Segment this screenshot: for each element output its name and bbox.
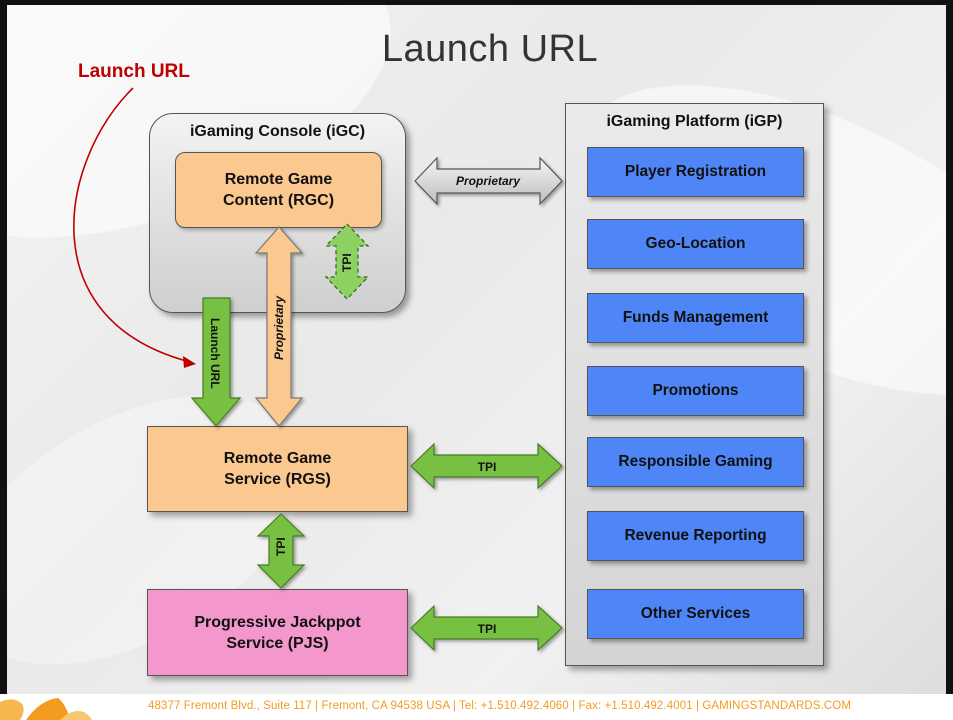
gsa-logo-icon [0, 698, 92, 720]
service-funds-management: Funds Management [587, 293, 804, 343]
launch-url-label: Launch URL [78, 61, 190, 82]
service-geo-location: Geo-Location [587, 219, 804, 269]
rgc-tpi-arrow [324, 223, 370, 300]
service-promotions: Promotions [587, 366, 804, 416]
service-revenue-reporting: Revenue Reporting [587, 511, 804, 561]
rgs-line2: Service (RGS) [224, 471, 331, 488]
rgs-line1: Remote Game [223, 450, 332, 467]
service-label: Responsible Gaming [618, 453, 773, 470]
rgc-rgs-proprietary-arrow [254, 226, 304, 427]
rgs-igp-arrow-label: TPI [478, 460, 497, 474]
footer-contact-info: 48377 Fremont Blvd., Suite 117 | Fremont… [148, 700, 852, 712]
service-label: Player Registration [624, 163, 767, 180]
rgc-line2: Content (RGC) [222, 192, 335, 209]
diagram-arrows: Proprietary Launch URL Proprietary TPI T… [73, 87, 563, 652]
rgs-igp-tpi-arrow [410, 442, 563, 490]
igc-igp-arrow-label: Proprietary [456, 174, 521, 188]
launch-url-curve-head [183, 356, 196, 368]
pjs-line2: Service (PJS) [226, 634, 329, 652]
rgs-pjs-tpi-arrow [256, 513, 306, 589]
pjs-line1: Progressive Jackppot [194, 613, 361, 631]
launch-url-arrow [190, 297, 242, 427]
launch-url-curve [73, 87, 191, 363]
service-label: Other Services [640, 605, 751, 622]
service-responsible-gaming: Responsible Gaming [587, 437, 804, 487]
rgc-tpi-arrow-label: TPI [340, 253, 354, 272]
slide-title: Launch URL [381, 28, 599, 70]
service-other-services: Other Services [587, 589, 804, 639]
slide-frame [0, 0, 953, 694]
launch-url-arrow-label: Launch URL [208, 318, 222, 389]
pjs-igp-tpi-arrow [410, 604, 563, 652]
igp-title: iGaming Platform (iGP) [606, 113, 783, 130]
rgc-rgs-arrow-label: Proprietary [272, 295, 286, 360]
rgc-line1: Remote Game [224, 171, 333, 188]
service-label: Funds Management [622, 309, 769, 326]
service-label: Revenue Reporting [624, 527, 767, 544]
service-label: Promotions [652, 382, 739, 399]
igc-igp-proprietary-arrow [414, 156, 563, 206]
rgs-pjs-arrow-label: TPI [274, 537, 288, 556]
footer-bar [0, 694, 953, 720]
service-player-registration: Player Registration [587, 147, 804, 197]
service-label: Geo-Location [645, 235, 746, 252]
igc-title: iGaming Console (iGC) [189, 123, 366, 140]
pjs-igp-arrow-label: TPI [478, 622, 497, 636]
